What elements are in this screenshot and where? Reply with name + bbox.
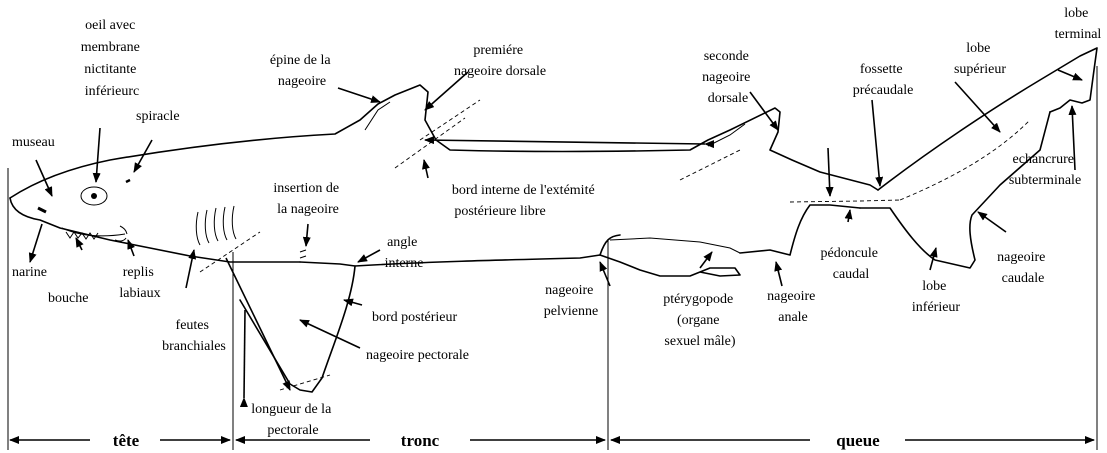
label-pedoncule: pédoncule caudal (820, 246, 881, 282)
label-echancrure: echancrure subterminale (1009, 152, 1081, 188)
label-angle-interne: angle interne (385, 235, 424, 271)
label-bouche: bouche (48, 291, 88, 306)
label-oeil: oeil avec membrane nictitante inférieurc (81, 18, 144, 99)
section-tete: tête (113, 431, 140, 450)
label-narine: narine (12, 265, 47, 280)
label-insertion: insertion de la nageoire (273, 181, 342, 217)
label-lobe-terminal: lobe terminal (1055, 6, 1102, 42)
label-bord-interne: bord interne de l'extémité postérieure l… (452, 183, 598, 219)
label-nageoire-pectorale: nageoire pectorale (366, 348, 469, 363)
label-nageoire-caudale: nageoire caudale (997, 250, 1049, 286)
label-epine: épine de la nageoire (270, 53, 334, 89)
label-bord-posterieur: bord postérieur (372, 310, 457, 325)
section-tronc: tronc (401, 431, 440, 450)
label-nageoire-pelvienne: nageoire pelvienne (544, 283, 598, 319)
label-longueur: longueur de la pectorale (251, 402, 335, 438)
label-fossette: fossette précaudale (853, 62, 914, 98)
label-replis: replis labiaux (119, 265, 160, 301)
annotation-arrows (28, 69, 1083, 408)
section-queue: queue (836, 431, 880, 450)
label-lobe-inferieur: lobe inférieur (912, 279, 961, 315)
shark-body (9, 47, 1098, 393)
section-bars (7, 66, 1098, 450)
label-museau: museau (12, 135, 55, 150)
label-seconde-dorsale: seconde nageoire dorsale (702, 49, 754, 106)
label-pterygopode: ptérygopode (organe sexuel mâle) (663, 292, 736, 349)
label-spiracle: spiracle (136, 109, 180, 124)
label-feutes: feutes branchiales (162, 318, 226, 354)
label-nageoire-anale: nageoire anale (767, 289, 819, 325)
label-lobe-superieur: lobe supérieur (954, 41, 1006, 77)
label-premiere-dorsale: premiére nageoire dorsale (454, 43, 546, 79)
